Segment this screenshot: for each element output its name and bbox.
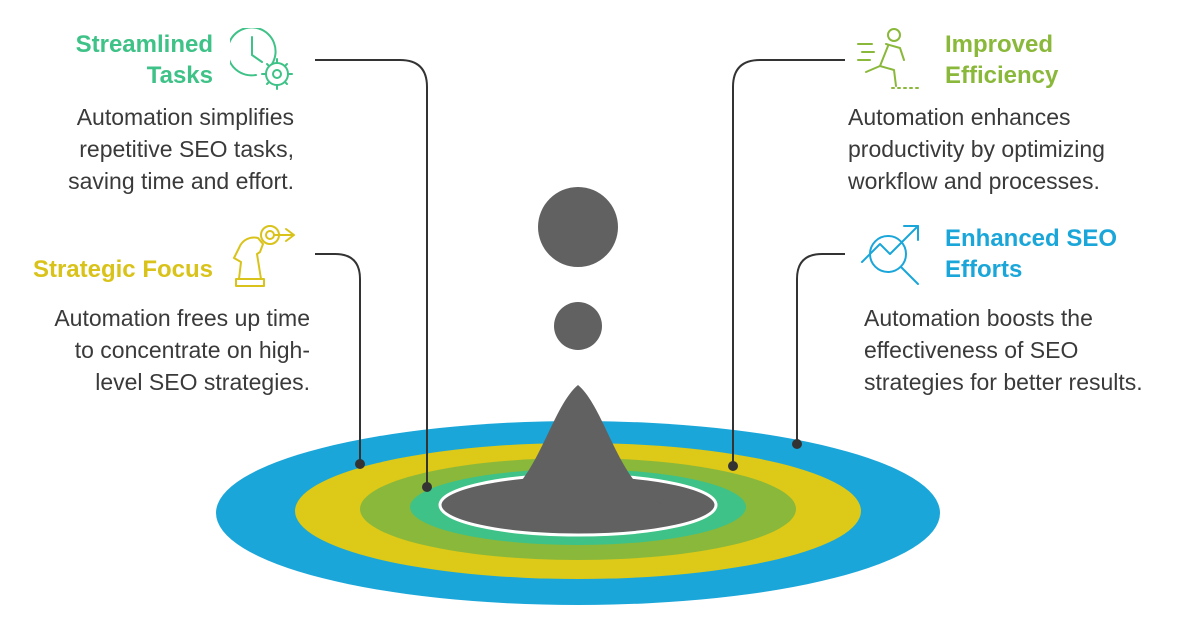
desc-line: to concentrate on high- xyxy=(74,337,310,363)
desc-line: Automation frees up time xyxy=(54,305,310,331)
connector-dot-strategic-focus xyxy=(355,459,365,469)
title-strategic-focus: Strategic Focus xyxy=(0,254,213,285)
connector-dot-improved-efficiency xyxy=(728,461,738,471)
desc-streamlined-tasks: Automation simplifies repetitive SEO tas… xyxy=(0,101,294,197)
chess-knight-target-icon xyxy=(233,225,295,287)
title-line: Strategic Focus xyxy=(32,256,213,283)
droplet-splash xyxy=(482,385,674,507)
title-line: Improved xyxy=(945,31,1054,58)
desc-line: level SEO strategies. xyxy=(95,369,310,395)
desc-strategic-focus: Automation frees up time to concentrate … xyxy=(0,302,310,398)
title-line: Streamlined xyxy=(75,31,213,58)
desc-enhanced-seo-efforts: Automation boosts the effectiveness of S… xyxy=(864,302,1194,398)
clock-gear-icon xyxy=(230,28,293,90)
connector-dot-streamlined-tasks xyxy=(422,482,432,492)
desc-line: Automation simplifies xyxy=(76,104,294,130)
desc-line: strategies for better results. xyxy=(864,369,1143,395)
title-line: Efforts xyxy=(945,256,1023,283)
connector-dot-enhanced-seo xyxy=(792,439,802,449)
desc-line: repetitive SEO tasks, xyxy=(79,136,294,162)
connector-improved-efficiency xyxy=(732,59,845,466)
desc-line: productivity by optimizing xyxy=(848,136,1105,162)
connector-enhanced-seo xyxy=(796,253,845,444)
droplet-small xyxy=(554,302,602,350)
desc-line: Automation enhances xyxy=(848,104,1071,130)
desc-line: effectiveness of SEO xyxy=(864,337,1079,363)
desc-line: workflow and processes. xyxy=(848,168,1100,194)
title-line: Enhanced SEO xyxy=(945,225,1118,252)
desc-line: Automation boosts the xyxy=(864,305,1093,331)
title-improved-efficiency: Improved Efficiency xyxy=(945,29,1185,91)
title-streamlined-tasks: Streamlined Tasks xyxy=(20,29,213,91)
connector-strategic-focus xyxy=(315,253,361,464)
connector-streamlined-tasks xyxy=(315,59,428,487)
droplet-large xyxy=(538,187,618,267)
growth-magnifier-icon xyxy=(861,225,919,285)
title-enhanced-seo-efforts: Enhanced SEO Efforts xyxy=(945,223,1185,285)
title-line: Efficiency xyxy=(945,62,1059,89)
title-line: Tasks xyxy=(146,62,213,89)
desc-improved-efficiency: Automation enhances productivity by opti… xyxy=(848,101,1188,197)
running-person-icon xyxy=(857,28,923,89)
desc-line: saving time and effort. xyxy=(68,168,294,194)
